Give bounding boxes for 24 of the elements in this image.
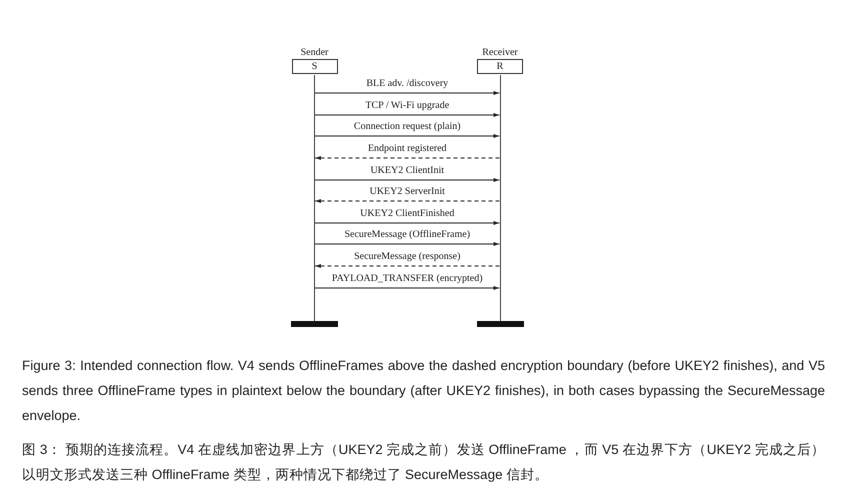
message-arrow: [314, 156, 500, 160]
message-arrow: [314, 221, 500, 225]
participant-box: S: [292, 59, 338, 74]
message-label: SecureMessage (response): [352, 251, 462, 263]
participant-label: Sender: [300, 46, 328, 59]
participant-label: Receiver: [482, 46, 518, 59]
message-label: TCP / Wi-Fi upgrade: [363, 100, 452, 112]
message-arrow: [314, 286, 500, 290]
message-label: PAYLOAD_TRANSFER (encrypted): [330, 273, 485, 285]
message-arrow: [314, 178, 500, 182]
message-arrow: [314, 91, 500, 95]
message-arrow: [314, 134, 500, 138]
message-arrow: [314, 264, 500, 268]
caption: 图 3： 预期的连接流程。V4 在虚线加密边界上方（UKEY2 完成之前）发送 OfflineFrame ，而 V5 在边界下方（UKEY2 完成之后）以明文形式发送三种 OfflineFrame 类型，两种情况下都绕过了 SecureMessage 信封。: [22, 441, 825, 484]
participant-box: R: [477, 59, 523, 74]
caption: Figure 3: Intended connection flow. V4 sends OfflineFrames above the dashed encryption boundary (before UKEY2 finishes), and V5 sends three OfflineFrame types in plaintext below the boundary (after UKEY2 finishes), in both cases bypassing the SecureMessage envelope.: [22, 357, 825, 425]
message-label: SecureMessage (OfflineFrame): [342, 229, 472, 241]
message-label: Endpoint registered: [366, 143, 449, 155]
message-label: BLE adv. /discovery: [364, 78, 450, 90]
message-arrow: [314, 242, 500, 246]
message-arrow: [314, 113, 500, 117]
message-label: Connection request (plain): [352, 121, 463, 133]
lifeline: [314, 75, 315, 321]
message-arrow: [314, 199, 500, 203]
